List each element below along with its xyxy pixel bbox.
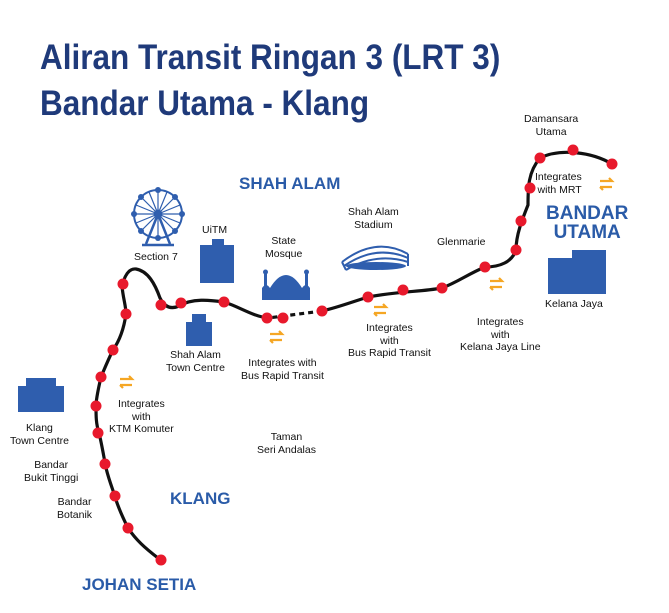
region-shah-alam: SHAH ALAM — [239, 174, 341, 193]
station-mrt-interchange — [534, 152, 546, 164]
label-state-mosque: State Mosque — [265, 235, 303, 260]
route-line-dashed-segment — [267, 309, 323, 320]
station-kelana-jaya-interchange — [479, 261, 491, 273]
station-state-mosque — [277, 312, 289, 324]
station-klang-town-centre — [90, 400, 102, 412]
station-section-7 — [117, 278, 129, 290]
station-bandar-botanik — [109, 490, 121, 502]
station-section-7-east — [155, 299, 167, 311]
interchange-arrows-icon — [269, 330, 285, 344]
region-bandar-utama: BANDAR UTAMA — [546, 203, 629, 243]
title-line-2: Bandar Utama - Klang — [40, 84, 370, 123]
region-johan-setia: JOHAN SETIA — [82, 575, 197, 594]
station-klang-south — [92, 427, 104, 439]
station-brt-interchange-west — [261, 312, 273, 324]
station-damansara-utama — [567, 144, 579, 156]
station-stadium — [397, 284, 409, 296]
stadium-icon — [341, 245, 409, 271]
station-shah-alam-town-centre — [175, 297, 187, 309]
building-icon — [18, 378, 64, 412]
label-shah-alam-town-centre: Shah Alam Town Centre — [166, 349, 225, 374]
interchange-arrows-icon — [119, 375, 135, 389]
label-taman-seri-andalas: Taman Seri Andalas — [257, 431, 316, 456]
mosque-icon — [262, 269, 310, 300]
station-markers — [90, 144, 618, 566]
station-bandar-bukit-tinggi — [99, 458, 111, 470]
interchange-arrows-icon — [489, 277, 505, 291]
route-line-west — [94, 267, 270, 564]
label-bandar-bukit-tinggi: Bandar Bukit Tinggi — [24, 459, 79, 484]
station-north-3 — [515, 215, 527, 227]
label-kelana-jaya: Kelana Jaya — [545, 298, 603, 310]
ferris-wheel-icon — [131, 187, 185, 247]
label-uitm: UiTM — [202, 224, 228, 236]
station-west-2 — [107, 344, 119, 356]
building-icon — [186, 314, 212, 346]
label-klang-town-centre: Klang Town Centre — [10, 422, 69, 447]
label-integrates-brt-1: Integrates with Bus Rapid Transit — [241, 357, 324, 382]
station-johan-setia — [155, 554, 167, 566]
station-west-1 — [120, 308, 132, 320]
building-icon — [200, 239, 234, 283]
interchange-arrows-icon — [599, 177, 615, 191]
station-north-2 — [524, 182, 536, 194]
label-integrates-kelana-jaya-line: Integrates with Kelana Jaya Line — [460, 316, 541, 353]
label-integrates-brt-2: Integrates with Bus Rapid Transit — [348, 322, 431, 359]
region-klang: KLANG — [170, 489, 231, 508]
station-south-1 — [122, 522, 134, 534]
label-damansara-utama: Damansara Utama — [524, 113, 579, 138]
building-icon — [548, 250, 606, 294]
label-bandar-botanik: Bandar Botanik — [57, 496, 93, 521]
station-uitm — [218, 296, 230, 308]
label-integrates-mrt: Integrates with MRT — [535, 171, 582, 196]
station-state-mosque-east — [316, 305, 328, 317]
station-glenmarie-north — [510, 244, 522, 256]
station-ktm-interchange — [95, 371, 107, 383]
label-glenmarie: Glenmarie — [437, 236, 486, 248]
station-bandar-utama — [606, 158, 618, 170]
station-brt-interchange-east — [362, 291, 374, 303]
label-integrates-ktm: Integrates with KTM Komuter — [109, 398, 174, 435]
label-shah-alam-stadium: Shah Alam Stadium — [348, 206, 399, 231]
interchange-arrows-icon — [373, 303, 389, 317]
station-glenmarie — [436, 282, 448, 294]
title-line-1: Aliran Transit Ringan 3 (LRT 3) — [40, 38, 501, 77]
label-section-7: Section 7 — [134, 251, 178, 263]
